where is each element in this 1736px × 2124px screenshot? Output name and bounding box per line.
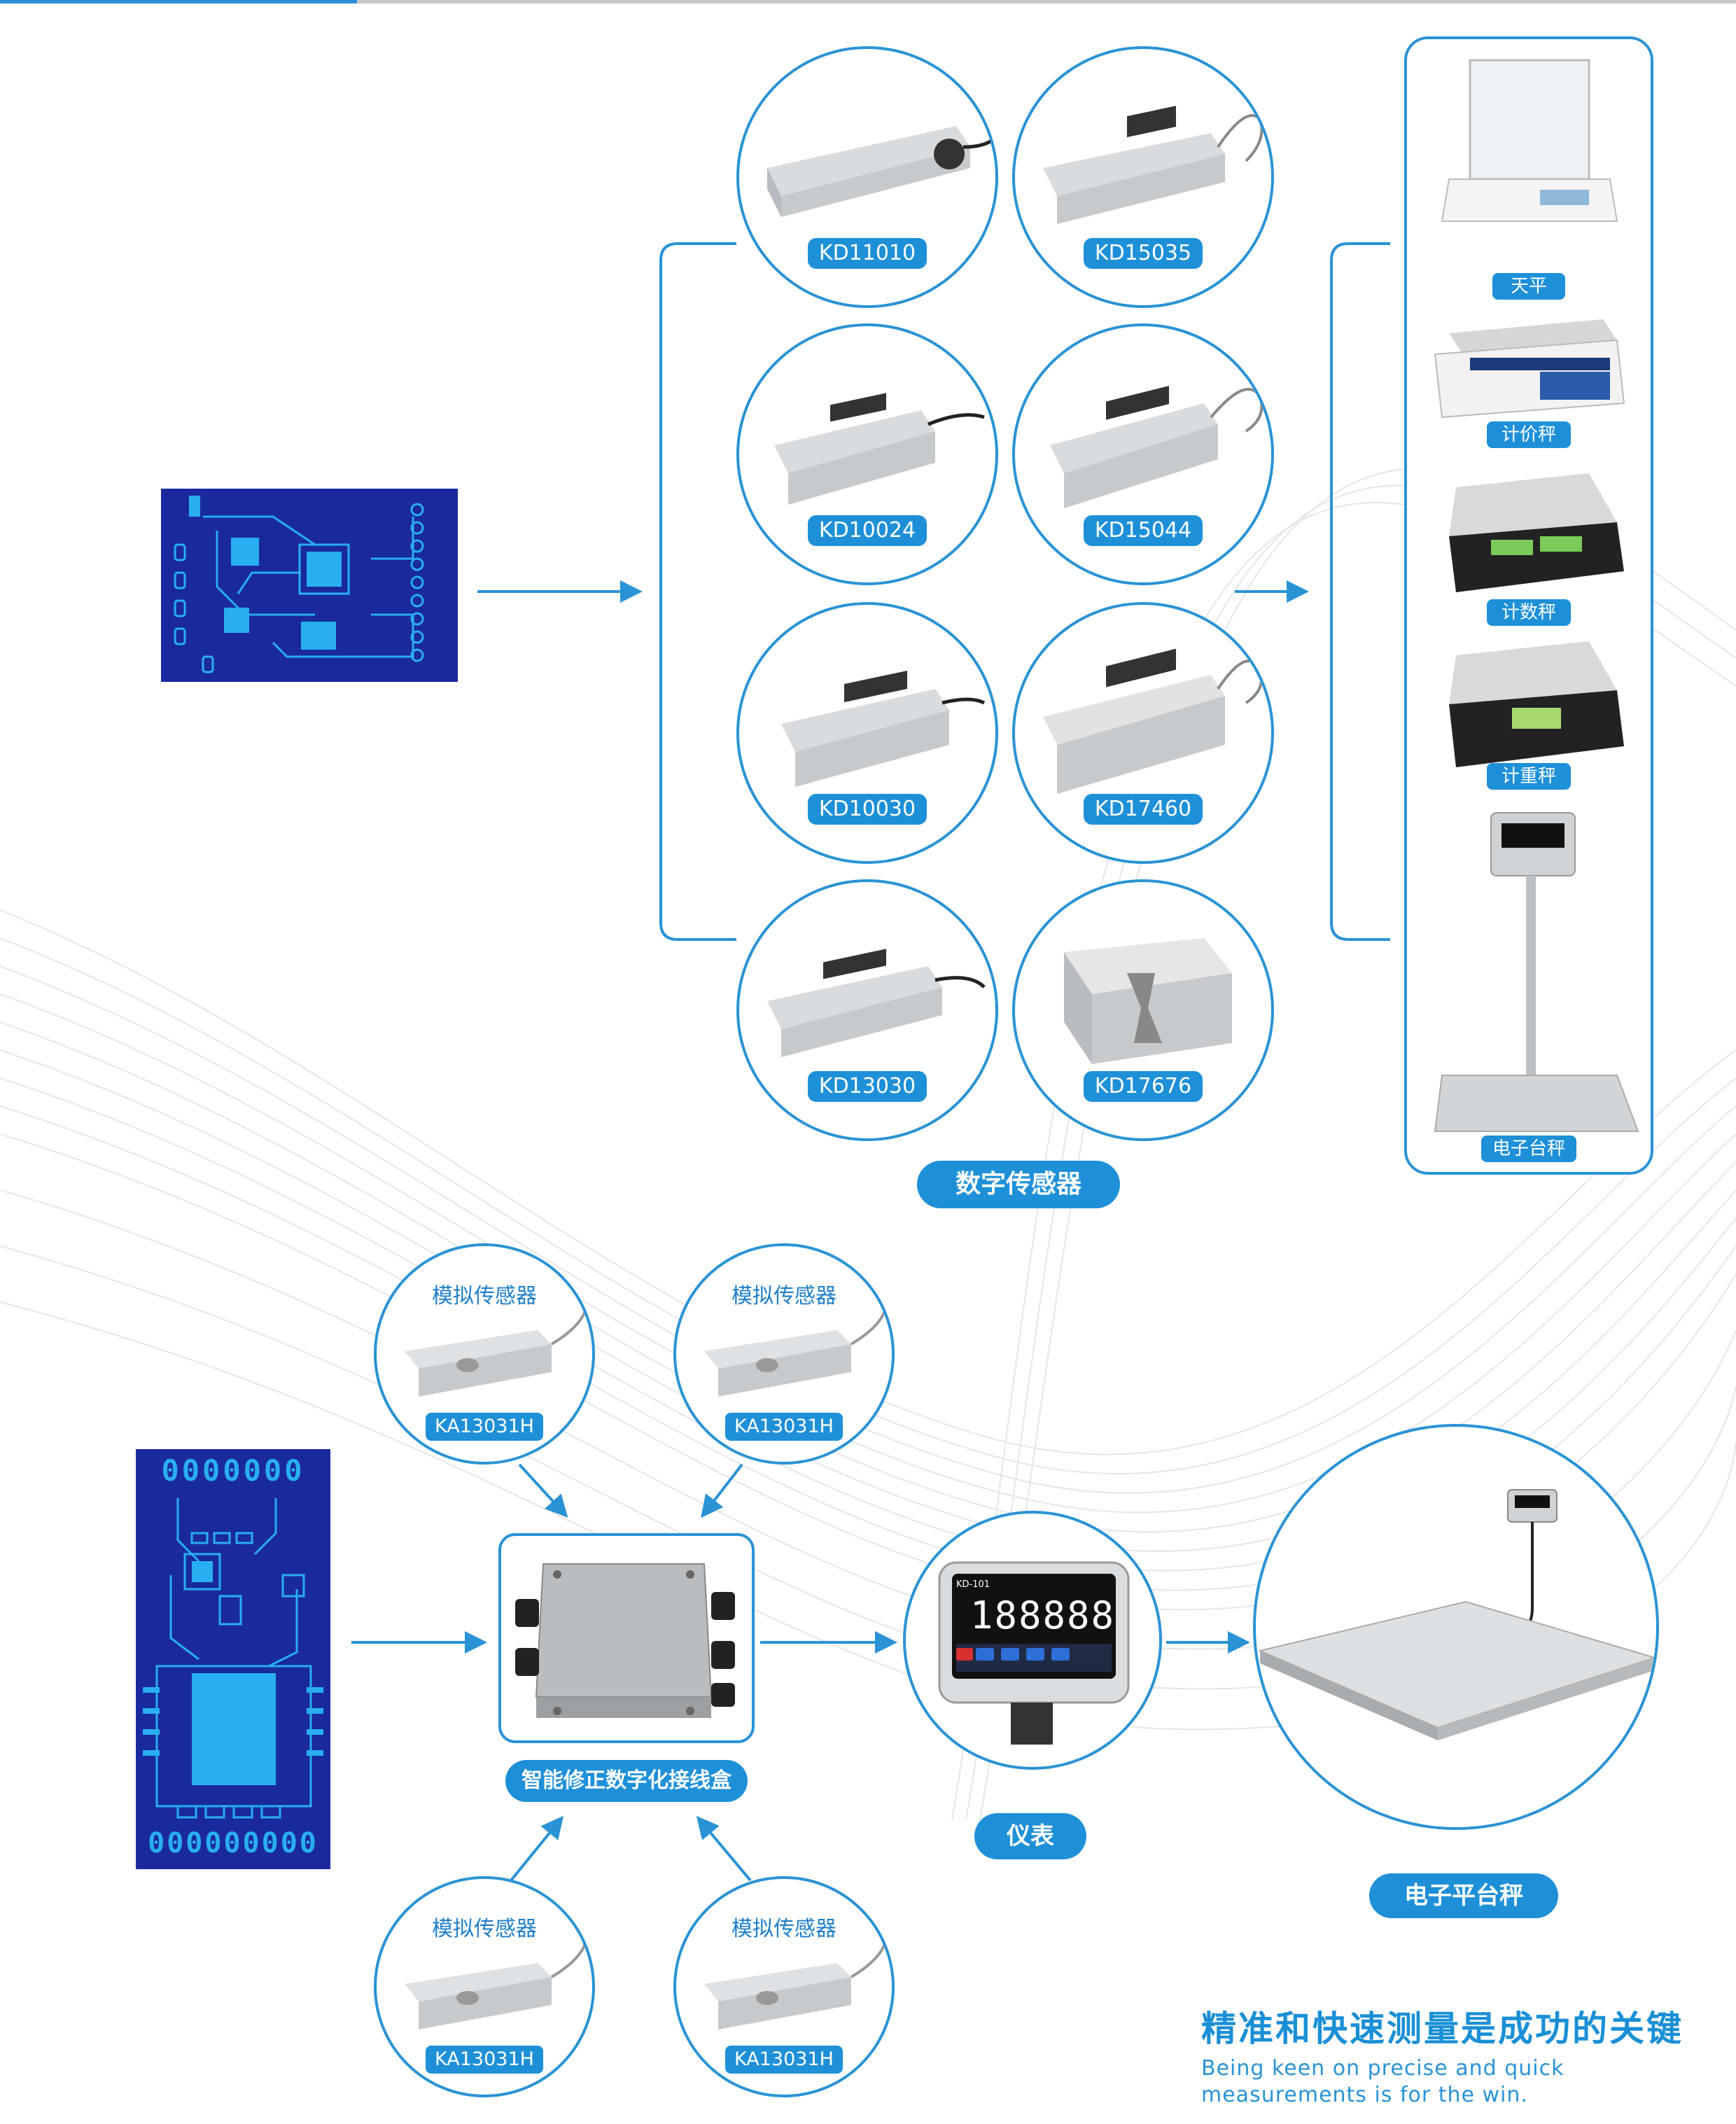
pcb-bottom-digits: 000000000 bbox=[148, 1827, 318, 1859]
digital-sensors-title: 数字传感器 bbox=[917, 1161, 1120, 1208]
product-label: 天平 bbox=[1492, 273, 1565, 300]
sensor-label: KD10030 bbox=[808, 794, 927, 825]
digital-sensor-kd10030[interactable]: KD10030 bbox=[736, 602, 998, 864]
product-panel: 天平 计价秤 计数秤 计重秤 电子台秤 bbox=[1404, 36, 1653, 1175]
platform-scale-label: 电子平台秤 bbox=[1369, 1873, 1558, 1918]
load-cell-image bbox=[704, 1934, 888, 2029]
top-rule bbox=[0, 0, 1736, 4]
bench-scale-icon bbox=[1434, 812, 1639, 1132]
slogan-chinese: 精准和快速测量是成功的关键 bbox=[1201, 2008, 1684, 2049]
load-cell-image bbox=[704, 1301, 888, 1397]
platform-scale-image bbox=[1257, 1489, 1656, 1740]
load-cell-image bbox=[767, 949, 986, 1057]
slogan-english-line2: measurements is for the win. bbox=[1201, 2083, 1528, 2107]
analog-sensor-title: 模拟传感器 bbox=[732, 1917, 836, 1941]
indicator-model: KD-101 bbox=[956, 1579, 990, 1590]
load-cell-image bbox=[1043, 106, 1264, 224]
sensor-label: KD17460 bbox=[1084, 794, 1203, 825]
pcb-traces-icon bbox=[143, 1498, 323, 1819]
sensor-label: KD13030 bbox=[808, 1071, 927, 1102]
digital-sensor-kd17676[interactable]: KD17676 bbox=[1012, 879, 1274, 1141]
junction-box-frame[interactable] bbox=[498, 1533, 755, 1743]
junction-box-label: 智能修正数字化接线盒 bbox=[505, 1760, 748, 1802]
indicator-image bbox=[938, 1561, 1130, 1745]
price-scale-icon bbox=[1434, 319, 1625, 419]
product-images bbox=[1434, 59, 1639, 1132]
balance-icon bbox=[1441, 59, 1618, 222]
indicator-circle[interactable]: KD-101 188888 bbox=[903, 1511, 1162, 1770]
analog-sensor-bottom-right[interactable]: 模拟传感器 KA13031H bbox=[673, 1876, 895, 2097]
load-cell-image bbox=[405, 1934, 588, 2029]
analog-sensor-title: 模拟传感器 bbox=[432, 1284, 537, 1308]
load-cell-image bbox=[774, 393, 985, 505]
sensor-label: KD17676 bbox=[1084, 1071, 1203, 1102]
digital-sensor-kd17460[interactable]: KD17460 bbox=[1012, 602, 1274, 864]
analog-sensor-title: 模拟传感器 bbox=[432, 1917, 537, 1941]
sensor-label: KA13031H bbox=[426, 2046, 543, 2074]
pcb-top-digits: 0000000 bbox=[161, 1453, 305, 1488]
sensor-label: KD10024 bbox=[808, 515, 927, 546]
analog-sensor-top-left[interactable]: 模拟传感器 KA13031H bbox=[374, 1243, 595, 1465]
analog-sensor-top-right[interactable]: 模拟传感器 KA13031H bbox=[673, 1243, 895, 1465]
digital-sensor-kd13030[interactable]: KD13030 bbox=[736, 879, 998, 1141]
junction-box-image bbox=[515, 1563, 735, 1718]
sensor-label: KA13031H bbox=[426, 1413, 543, 1441]
pcb-traces-icon bbox=[174, 496, 424, 673]
load-cell-image bbox=[767, 126, 995, 217]
counting-scale-icon bbox=[1449, 473, 1624, 592]
weighing-scale-icon bbox=[1449, 641, 1624, 767]
slogan-english: Being keen on precise and quick measurem… bbox=[1201, 2055, 1564, 2109]
sensor-label: KD15035 bbox=[1084, 238, 1203, 269]
digital-sensor-kd11010[interactable]: KD11010 bbox=[736, 46, 998, 308]
load-cell-image bbox=[405, 1301, 588, 1397]
product-label: 计数秤 bbox=[1487, 599, 1571, 626]
load-cell-image bbox=[781, 670, 986, 787]
digital-sensor-kd15035[interactable]: KD15035 bbox=[1012, 46, 1274, 308]
digital-sensor-kd10024[interactable]: KD10024 bbox=[736, 323, 998, 585]
pcb-digital-module bbox=[161, 489, 458, 682]
sensor-label: KD11010 bbox=[808, 238, 927, 269]
product-label: 计重秤 bbox=[1487, 763, 1571, 790]
pcb-analog-module: 0000000 000000000 bbox=[136, 1449, 330, 1869]
slogan-english-line1: Being keen on precise and quick bbox=[1201, 2056, 1564, 2081]
analog-sensor-bottom-left[interactable]: 模拟传感器 KA13031H bbox=[374, 1876, 595, 2097]
sensor-label: KA13031H bbox=[725, 2046, 843, 2074]
digital-sensor-kd15044[interactable]: KD15044 bbox=[1012, 323, 1274, 585]
sensor-label: KA13031H bbox=[725, 1413, 843, 1441]
top-rule-accent bbox=[0, 0, 357, 4]
product-label: 计价秤 bbox=[1487, 421, 1571, 448]
indicator-display: 188888 bbox=[970, 1593, 1116, 1637]
sensor-label: KD15044 bbox=[1084, 515, 1203, 546]
indicator-label: 仪表 bbox=[974, 1813, 1086, 1859]
platform-scale-circle[interactable] bbox=[1253, 1424, 1659, 1830]
analog-sensor-title: 模拟传感器 bbox=[732, 1284, 836, 1308]
load-cell-image bbox=[1064, 938, 1232, 1064]
product-label: 电子台秤 bbox=[1481, 1136, 1576, 1162]
